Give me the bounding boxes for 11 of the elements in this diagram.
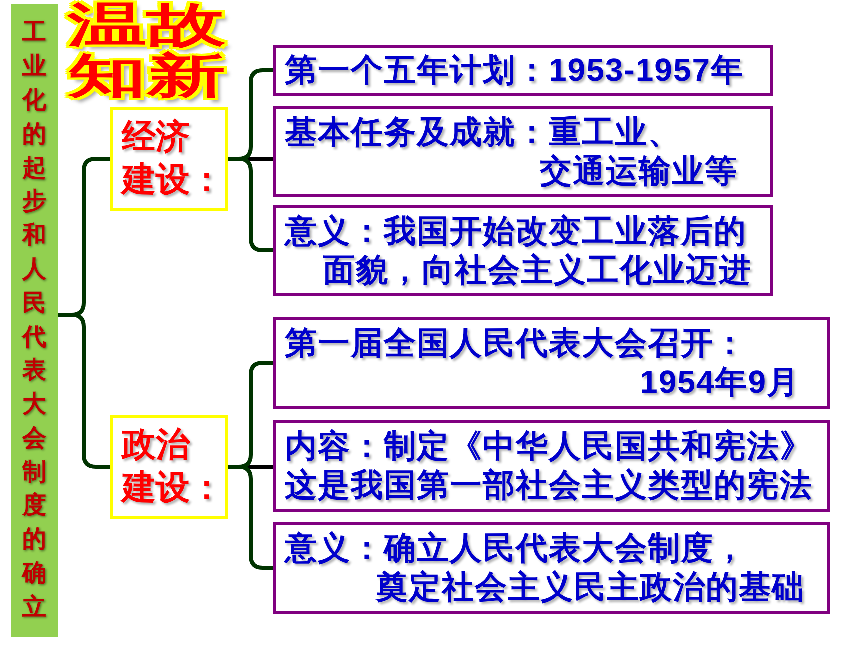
content-box: 内容：制定《中华人民国共和宪法》这是我国第一部社会主义类型的宪法 xyxy=(273,420,830,512)
content-box: 基本任务及成就：重工业、交通运输业等 xyxy=(273,106,773,197)
content-box: 第一个五年计划：1953-1957年 xyxy=(273,45,773,96)
content-box: 第一届全国人民代表大会召开：1954年9月 xyxy=(273,317,830,409)
content-box: 意义：确立人民代表大会制度，奠定社会主义民主政治的基础 xyxy=(273,522,830,614)
topic-banner: 工业化的起步和人民代表大会制度的确立 xyxy=(11,4,58,637)
content-box: 意义：我国开始改变工业落后的面貌，向社会主义工化业迈进 xyxy=(273,205,773,296)
brace-connector xyxy=(58,313,110,469)
category-box: 经济建设： xyxy=(110,107,228,211)
category-box: 政治建设： xyxy=(110,415,228,519)
heading: 温故知新 xyxy=(68,0,226,101)
